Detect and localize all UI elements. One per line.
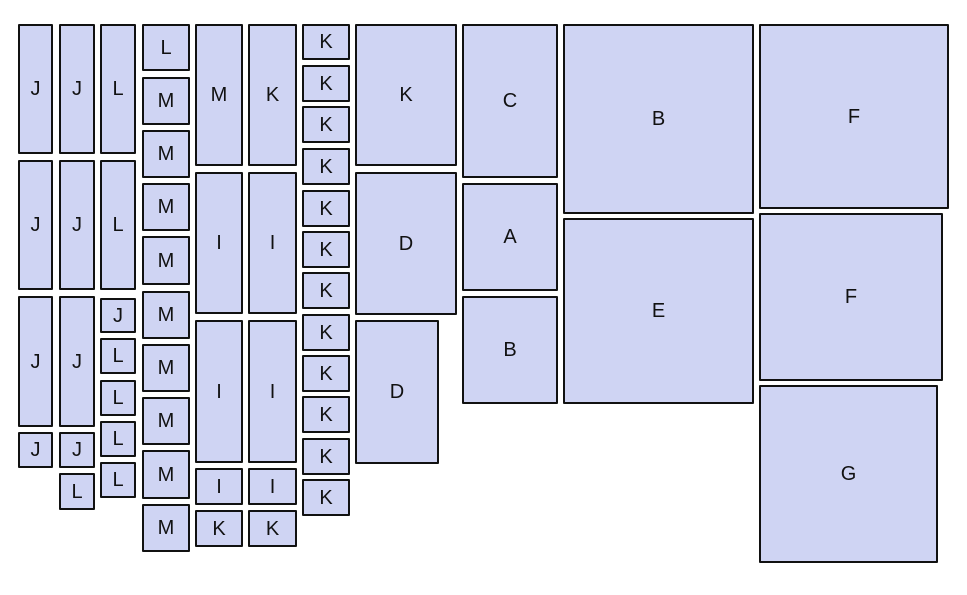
tile-i: I: [195, 468, 243, 505]
tile-m: M: [142, 450, 190, 499]
tile-m: M: [142, 504, 190, 552]
tile-l: L: [100, 24, 136, 154]
tile-j: J: [18, 24, 53, 154]
tile-k: K: [302, 231, 350, 268]
tile-i: I: [195, 320, 243, 463]
tile-k: K: [302, 438, 350, 475]
tile-k: K: [302, 355, 350, 392]
tile-k: K: [302, 479, 350, 516]
tile-k: K: [302, 24, 350, 60]
tile-l: L: [142, 24, 190, 71]
tile-m: M: [142, 130, 190, 178]
tile-k: K: [302, 396, 350, 433]
tile-c: C: [462, 24, 558, 178]
tile-f: F: [759, 24, 949, 209]
tile-d: D: [355, 172, 457, 315]
tile-j: J: [18, 160, 53, 290]
tile-l: L: [100, 421, 136, 457]
tile-j: J: [100, 298, 136, 333]
tile-k: K: [355, 24, 457, 166]
tile-l: L: [59, 473, 95, 510]
tile-k: K: [302, 65, 350, 102]
tile-m: M: [142, 183, 190, 231]
tile-b: B: [563, 24, 754, 214]
tile-i: I: [248, 320, 297, 463]
tile-k: K: [195, 510, 243, 547]
tile-d: D: [355, 320, 439, 464]
tile-k: K: [248, 24, 297, 166]
tile-l: L: [100, 160, 136, 290]
tile-a: A: [462, 183, 558, 291]
tile-j: J: [59, 24, 95, 154]
tile-m: M: [142, 344, 190, 392]
tile-j: J: [59, 432, 95, 468]
tile-k: K: [302, 190, 350, 227]
tile-j: J: [59, 296, 95, 427]
tile-i: I: [195, 172, 243, 314]
tile-m: M: [142, 236, 190, 285]
tile-k: K: [302, 106, 350, 143]
tile-j: J: [18, 432, 53, 468]
tile-k: K: [248, 510, 297, 547]
tile-f: F: [759, 213, 943, 381]
tile-e: E: [563, 218, 754, 404]
tile-l: L: [100, 462, 136, 498]
tile-m: M: [142, 397, 190, 445]
tile-b: B: [462, 296, 558, 404]
tile-j: J: [59, 160, 95, 290]
tile-i: I: [248, 172, 297, 314]
tile-m: M: [142, 291, 190, 339]
tile-k: K: [302, 272, 350, 309]
tile-i: I: [248, 468, 297, 505]
tile-m: M: [195, 24, 243, 166]
tile-g: G: [759, 385, 938, 563]
tile-l: L: [100, 338, 136, 374]
tile-k: K: [302, 314, 350, 351]
tile-l: L: [100, 380, 136, 416]
tile-m: M: [142, 77, 190, 125]
tile-k: K: [302, 148, 350, 185]
tile-j: J: [18, 296, 53, 427]
